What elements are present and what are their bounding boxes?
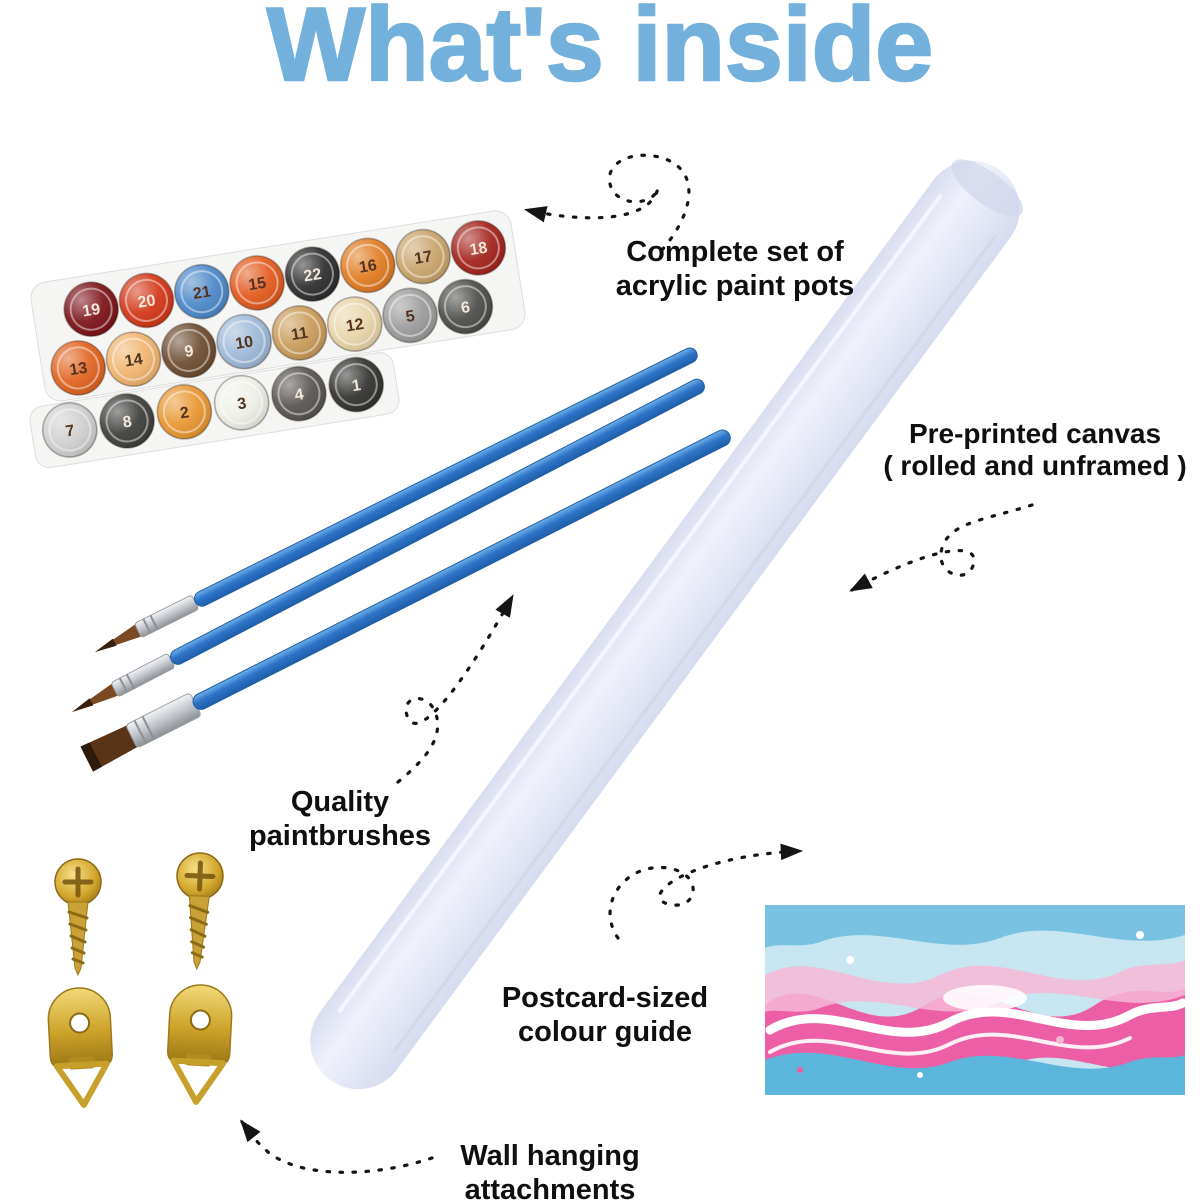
paint-pot-4: 4 xyxy=(271,365,327,422)
paint-pot-22: 22 xyxy=(284,246,341,302)
label-wall-hanging: Wall hanging attachments xyxy=(415,1140,685,1200)
label-paint-pots-line1: Complete set of xyxy=(626,236,844,268)
paint-pot-10: 10 xyxy=(216,313,272,370)
paint-pot-15: 15 xyxy=(229,255,285,311)
dashed-arrow-to-hangers xyxy=(240,1119,434,1174)
paint-pot-1: 1 xyxy=(328,356,385,413)
label-colour-guide-line2: colour guide xyxy=(518,1015,692,1048)
paint-pot-7: 7 xyxy=(42,402,98,458)
paint-pot-number: 14 xyxy=(124,351,144,371)
paint-pot-number: 16 xyxy=(358,257,378,277)
paint-pot-number: 3 xyxy=(236,395,248,413)
paint-pot-number: 19 xyxy=(81,301,101,321)
label-canvas-line2: ( rolled and unframed ) xyxy=(883,450,1187,482)
paint-pot-12: 12 xyxy=(326,296,383,352)
dashed-arrow-to-postcard xyxy=(608,843,804,940)
paint-pot-number: 6 xyxy=(460,299,472,317)
dashed-arrow-to-brushes xyxy=(396,594,514,784)
paint-pot-11: 11 xyxy=(271,305,328,361)
label-paint-pots: Complete set of acrylic paint pots xyxy=(575,236,895,303)
paint-pot-9: 9 xyxy=(161,322,217,379)
paint-pot-3: 3 xyxy=(213,374,270,431)
colour-guide-postcard xyxy=(765,905,1185,1095)
paint-pot-18: 18 xyxy=(450,220,507,276)
paint-pot-19: 19 xyxy=(63,281,119,337)
d-ring-hangers xyxy=(47,984,233,1108)
d-ring-hanger-1 xyxy=(47,987,113,1108)
paint-pot-number: 21 xyxy=(192,283,212,303)
paintbrush-round-1 xyxy=(95,347,698,652)
paint-pot-17: 17 xyxy=(395,228,451,285)
paint-pot-number: 15 xyxy=(247,275,267,295)
paintbrush-round-2 xyxy=(72,378,705,712)
paint-pot-13: 13 xyxy=(50,340,106,396)
paint-pot-number: 22 xyxy=(303,266,323,286)
dashed-arrow-to-paint-pots xyxy=(523,153,691,252)
paint-pot-number: 5 xyxy=(405,308,417,326)
paint-pot-number: 18 xyxy=(468,240,488,260)
label-brushes: Quality paintbrushes xyxy=(225,786,455,853)
paint-pot-5: 5 xyxy=(382,287,438,344)
paint-pot-6: 6 xyxy=(437,278,494,335)
paint-pots-photo: 19 20 21 15 22 16 17 18 13 14 9 10 11 12 5 6 7 8 2 3 4 1 xyxy=(29,210,526,469)
paint-pot-21: 21 xyxy=(173,263,230,320)
label-brushes-line1: Quality xyxy=(290,786,390,818)
paint-pot-2: 2 xyxy=(156,384,213,440)
paint-pot-number: 2 xyxy=(179,404,191,422)
paint-pot-number: 10 xyxy=(234,333,254,353)
paint-pot-number: 11 xyxy=(290,325,309,344)
canvas-roll xyxy=(310,159,1024,1090)
annotation-arrows xyxy=(240,153,1034,1174)
paint-pot-number: 4 xyxy=(293,386,305,404)
label-canvas-line1: Pre-printed canvas xyxy=(908,418,1162,449)
label-colour-guide-line1: Postcard-sized xyxy=(501,982,709,1014)
screw-1 xyxy=(54,858,102,977)
paint-pot-number: 1 xyxy=(351,377,363,395)
page-title: What's inside xyxy=(266,0,935,104)
paint-pot-number: 17 xyxy=(413,248,433,268)
paint-pot-number: 12 xyxy=(345,316,365,336)
dashed-arrow-to-canvas xyxy=(849,503,1034,592)
label-wall-hanging-line2: attachments xyxy=(464,1173,636,1200)
label-paint-pots-line2: acrylic paint pots xyxy=(615,269,855,302)
paint-pot-number: 13 xyxy=(68,360,88,380)
label-canvas: Pre-printed canvas ( rolled and unframed… xyxy=(870,418,1200,483)
d-ring-hanger-2 xyxy=(167,984,233,1105)
screw-2 xyxy=(176,852,224,971)
paint-pot-number: 7 xyxy=(64,422,76,440)
label-wall-hanging-line1: Wall hanging xyxy=(460,1140,640,1172)
label-brushes-line2: paintbrushes xyxy=(248,819,432,852)
paint-pot-8: 8 xyxy=(99,393,155,449)
paint-pot-14: 14 xyxy=(105,331,162,387)
paint-pot-16: 16 xyxy=(339,237,396,294)
paint-pot-20: 20 xyxy=(118,272,175,329)
paintbrush-flat xyxy=(80,429,731,772)
paint-pot-number: 9 xyxy=(183,343,195,361)
screws xyxy=(54,852,224,977)
paint-pot-number: 20 xyxy=(137,292,157,312)
paintbrushes xyxy=(72,347,731,772)
label-colour-guide: Postcard-sized colour guide xyxy=(450,982,760,1049)
paint-pot-number: 8 xyxy=(122,413,134,431)
